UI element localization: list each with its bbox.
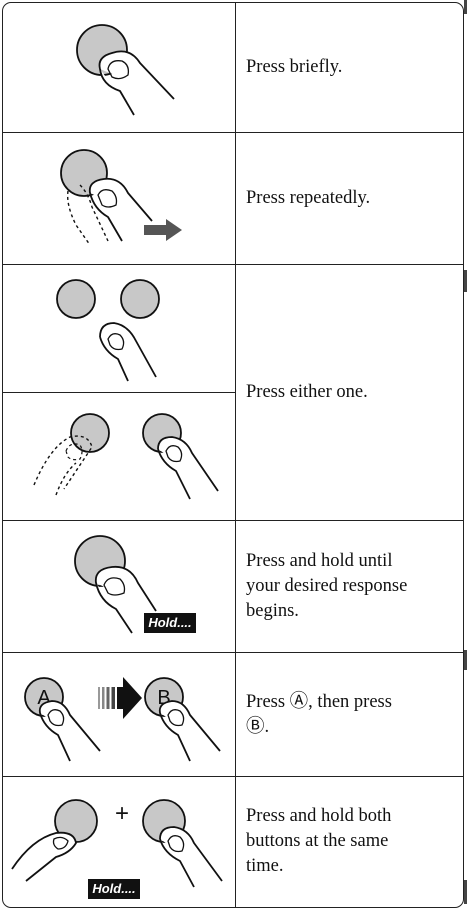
finger-press-icon bbox=[4, 3, 234, 132]
two-buttons-finger-icon bbox=[4, 265, 234, 392]
hold-badge: Hold.... bbox=[88, 879, 140, 899]
instruction-line: Press Ⓐ, then press bbox=[246, 690, 392, 715]
press-either-top-illustration bbox=[4, 265, 234, 392]
press-a-then-b-illustration: A B bbox=[4, 653, 234, 776]
instruction-text: Press and hold both buttons at the same … bbox=[246, 804, 391, 879]
instruction-text: Press Ⓐ, then press Ⓑ. bbox=[246, 690, 392, 740]
press-repeatedly-illustration bbox=[4, 133, 234, 264]
instruction-line: Press and hold both bbox=[246, 804, 391, 829]
sequence-press-icon: A B bbox=[4, 653, 234, 776]
instruction-text: Press repeatedly. bbox=[246, 186, 370, 211]
instruction-line: time. bbox=[246, 854, 391, 879]
hold-badge-text: Hold.... bbox=[148, 615, 191, 630]
instruction-line: begins. bbox=[246, 599, 407, 624]
instruction-text: Press either one. bbox=[246, 380, 368, 405]
instruction-line: buttons at the same bbox=[246, 829, 391, 854]
instruction-line: Press and hold until bbox=[246, 549, 407, 574]
finger-hold-icon bbox=[4, 521, 234, 652]
row-text: Press Ⓐ, then press Ⓑ. bbox=[246, 653, 460, 776]
hold-badge: Hold.... bbox=[144, 613, 196, 633]
press-either-bottom-illustration bbox=[4, 393, 234, 520]
finger-repeat-icon bbox=[4, 133, 234, 264]
instruction-line: Ⓑ. bbox=[246, 715, 392, 740]
row-text: Press repeatedly. bbox=[246, 133, 460, 264]
row-text: Press and hold both buttons at the same … bbox=[246, 777, 460, 906]
press-briefly-illustration bbox=[4, 3, 234, 132]
instruction-text: Press briefly. bbox=[246, 55, 342, 80]
hold-badge-text: Hold.... bbox=[92, 881, 135, 896]
column-divider bbox=[235, 2, 236, 908]
row-text: Press and hold until your desired respon… bbox=[246, 521, 460, 652]
press-hold-illustration: Hold.... bbox=[4, 521, 234, 652]
plus-sign: + bbox=[115, 800, 129, 827]
instruction-text: Press and hold until your desired respon… bbox=[246, 549, 407, 624]
row-text: Press either one. bbox=[246, 265, 460, 520]
row-text: Press briefly. bbox=[246, 3, 460, 132]
instruction-line: your desired response bbox=[246, 574, 407, 599]
press-hold-both-illustration: + Hold.... bbox=[4, 777, 234, 906]
either-button-finger-icon bbox=[4, 393, 234, 520]
